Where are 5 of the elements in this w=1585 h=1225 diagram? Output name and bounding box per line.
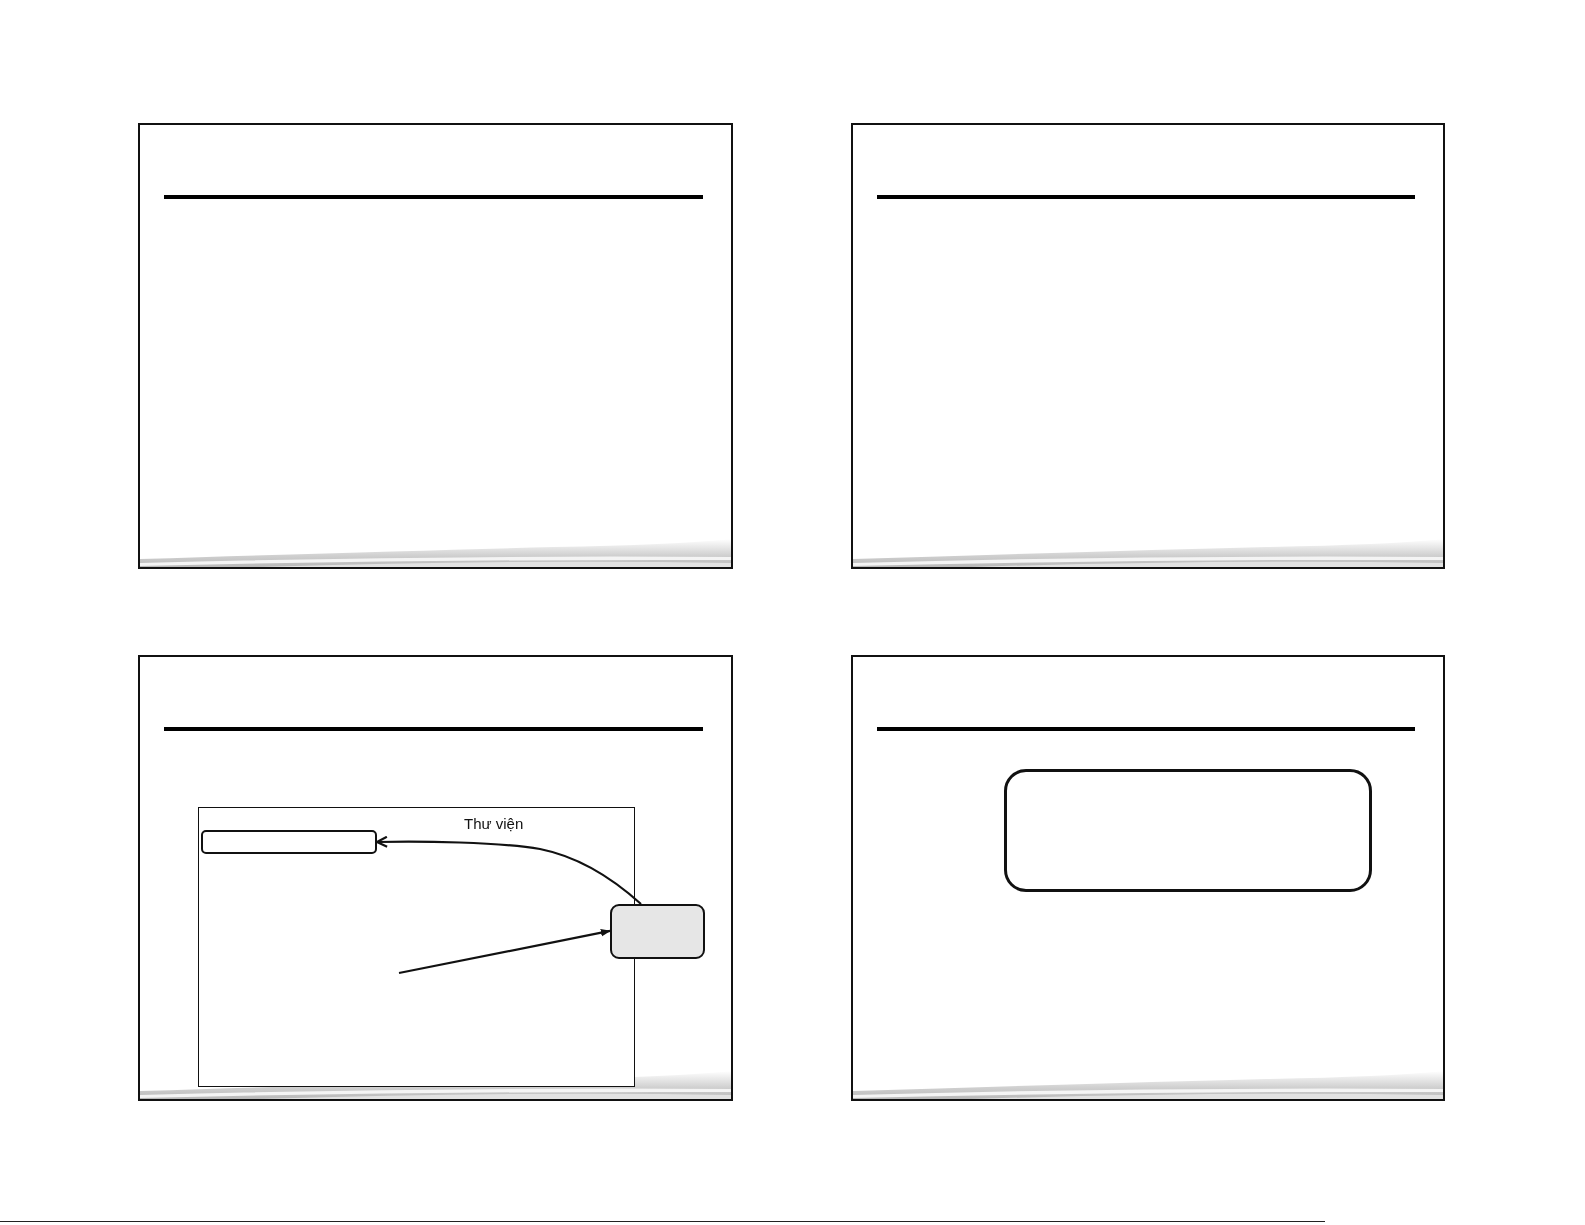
rounded-box — [1004, 769, 1372, 892]
rounded-box — [610, 904, 705, 959]
rounded-box — [201, 830, 377, 854]
arrow — [398, 929, 611, 975]
edge-label: Thư viện — [462, 815, 526, 833]
